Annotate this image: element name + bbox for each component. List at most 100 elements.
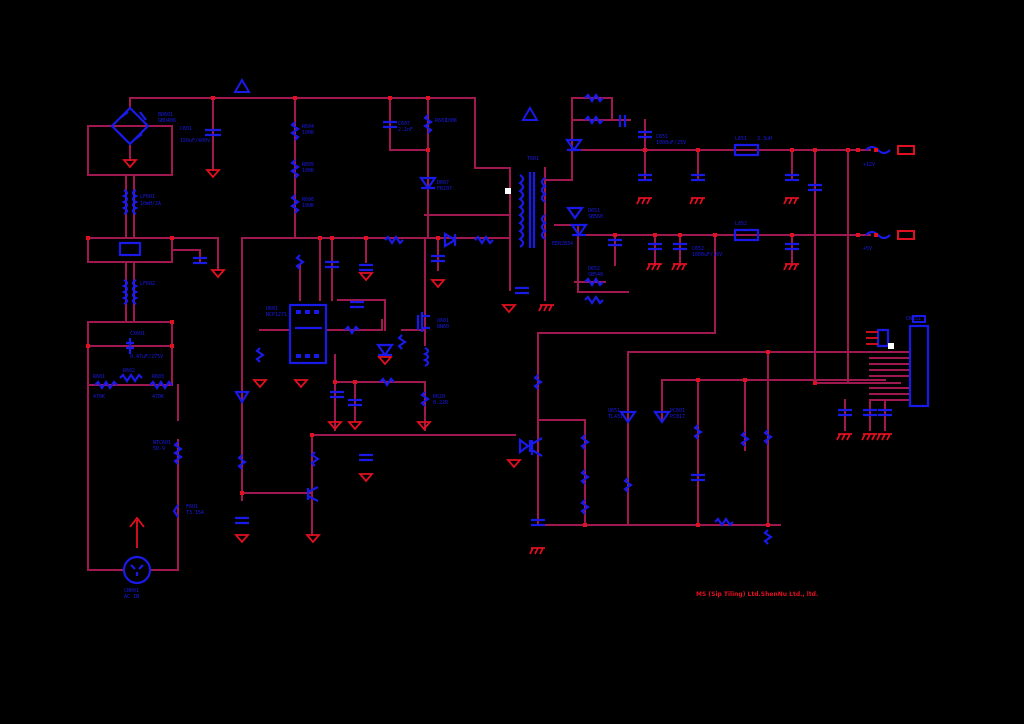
- sec-snubber-r3: [584, 277, 604, 287]
- cap-366b: [359, 453, 373, 462]
- fb-resistor-768b: [763, 529, 773, 545]
- label-bridge-val: GBU406: [158, 118, 176, 124]
- label-c651: C651: [656, 134, 668, 140]
- label-startup-2-val: 100K: [302, 168, 314, 174]
- vcc-diode: [443, 232, 458, 248]
- zener-diode: [375, 343, 395, 357]
- output-cap-645: [638, 130, 652, 139]
- ground-symbols: [122, 159, 892, 555]
- label-snub-c: C607: [398, 121, 410, 127]
- label-xcap-val: 0.47uF/275V: [130, 354, 163, 360]
- label-r603: R603: [152, 374, 164, 380]
- cm-choke-2: [121, 279, 139, 305]
- label-startup-1: R604: [302, 124, 314, 130]
- resistor-r602: [119, 373, 143, 383]
- cap-815: [808, 183, 822, 192]
- fb-diode-662: [652, 410, 672, 424]
- label-c652-val: 1000uF/16V: [692, 252, 722, 258]
- output-terminal-5v: [865, 230, 915, 240]
- diode-242: [234, 390, 250, 405]
- fb-cap-698: [691, 473, 705, 482]
- output-inductor-12v: [733, 143, 760, 157]
- y-cap-small: [193, 256, 207, 265]
- label-r603-val: 470K: [152, 394, 164, 400]
- snubber-resistor: [423, 114, 433, 134]
- bias-resistor: [310, 451, 320, 467]
- x-capacitor: [126, 338, 134, 354]
- label-startup-3: R606: [302, 197, 314, 203]
- comp-resistor: [344, 325, 360, 335]
- fb-resistor-698: [693, 424, 703, 440]
- output-cap-698: [691, 173, 705, 182]
- label-fuse-ref: F601: [186, 504, 198, 510]
- fb-resistor-585: [580, 434, 590, 450]
- pwm-aux-resistor: [255, 347, 265, 363]
- label-bulk-val: 150uF/400V: [180, 138, 210, 144]
- ovp-resistor: [237, 454, 247, 470]
- label-l651-val: 3.3uH: [757, 136, 772, 142]
- label-snub-r: R607: [435, 118, 447, 124]
- sec-snubber-c: [618, 115, 627, 127]
- label-startup-3-val: 100K: [302, 203, 314, 209]
- output-cap-792b: [785, 242, 799, 251]
- label-d651: D651: [588, 208, 600, 214]
- output-inductor-5v: [733, 228, 760, 242]
- label-ntc-ref: NTC601: [153, 440, 171, 446]
- fb-resistor-720: [714, 517, 734, 527]
- label-opto-ref: PC601: [670, 408, 685, 414]
- ac-inlet-connector: [122, 555, 152, 585]
- conn-cap-870: [863, 408, 877, 417]
- label-c652: C652: [692, 246, 704, 252]
- components: [94, 93, 930, 585]
- label-l652: L652: [735, 221, 747, 227]
- sense-resistor: [420, 391, 430, 407]
- driver-resistor: [397, 334, 407, 350]
- fuse: [172, 504, 179, 518]
- label-sense-ref: R620: [433, 394, 445, 400]
- label-out-5v: +5V: [863, 246, 872, 252]
- snubber-diode: [418, 176, 438, 190]
- label-startup-2: R605: [302, 162, 314, 168]
- label-d652: D652: [588, 266, 600, 272]
- earth-arrow: [129, 516, 145, 548]
- fb-resistor-538: [533, 374, 543, 390]
- label-ic-ref: U601: [266, 306, 278, 312]
- label-d651-val: SB560: [588, 214, 603, 220]
- power-mosfet: [416, 312, 430, 367]
- label-d652-val: SB540: [588, 272, 603, 278]
- label-transformer-val: EER2834: [552, 241, 573, 247]
- startup-resistor-3: [290, 194, 300, 214]
- fb-resistor-768: [763, 429, 773, 445]
- label-tl431-ref: U651: [608, 408, 620, 414]
- junctions: [86, 96, 878, 527]
- primary-clamp-cap: [515, 286, 529, 295]
- flyback-transformer: [505, 172, 547, 248]
- label-out-12v: +12V: [863, 162, 875, 168]
- wires: [87, 97, 911, 571]
- label-bridge-ref: BD601: [158, 112, 173, 118]
- y-capacitor-block: [118, 241, 142, 257]
- output-cap-615: [608, 238, 622, 247]
- output-cap-655: [648, 242, 662, 251]
- pwm-controller-ic: [288, 303, 328, 365]
- label-mosfet-val: 8N60: [437, 324, 449, 330]
- output-cap-645b: [638, 173, 652, 182]
- label-connector: CN651: [906, 316, 921, 322]
- label-transformer-ref: T601: [527, 156, 539, 162]
- output-diode-12v: [564, 138, 584, 152]
- sec-snubber-r1: [584, 93, 604, 103]
- label-sense-val: 0.22R: [433, 400, 449, 406]
- label-tl431-val: TL431: [608, 414, 623, 420]
- label-inlet-val: AC IN: [124, 594, 139, 600]
- conn-cap-845: [838, 408, 852, 417]
- label-bulk-ref: C601: [180, 126, 192, 132]
- label-snub-d-val: FR107: [437, 186, 452, 192]
- label-snub-r-val: 100K: [445, 118, 457, 124]
- ss-capacitor: [330, 390, 344, 399]
- vcc-capacitor: [431, 254, 445, 263]
- label-choke2-ref: LF602: [140, 281, 155, 287]
- sec-snubber-r2: [584, 115, 604, 125]
- gate-resistor: [384, 235, 404, 245]
- label-r601-val: 470K: [93, 394, 105, 400]
- label-ic-val: NCP1271: [266, 312, 287, 318]
